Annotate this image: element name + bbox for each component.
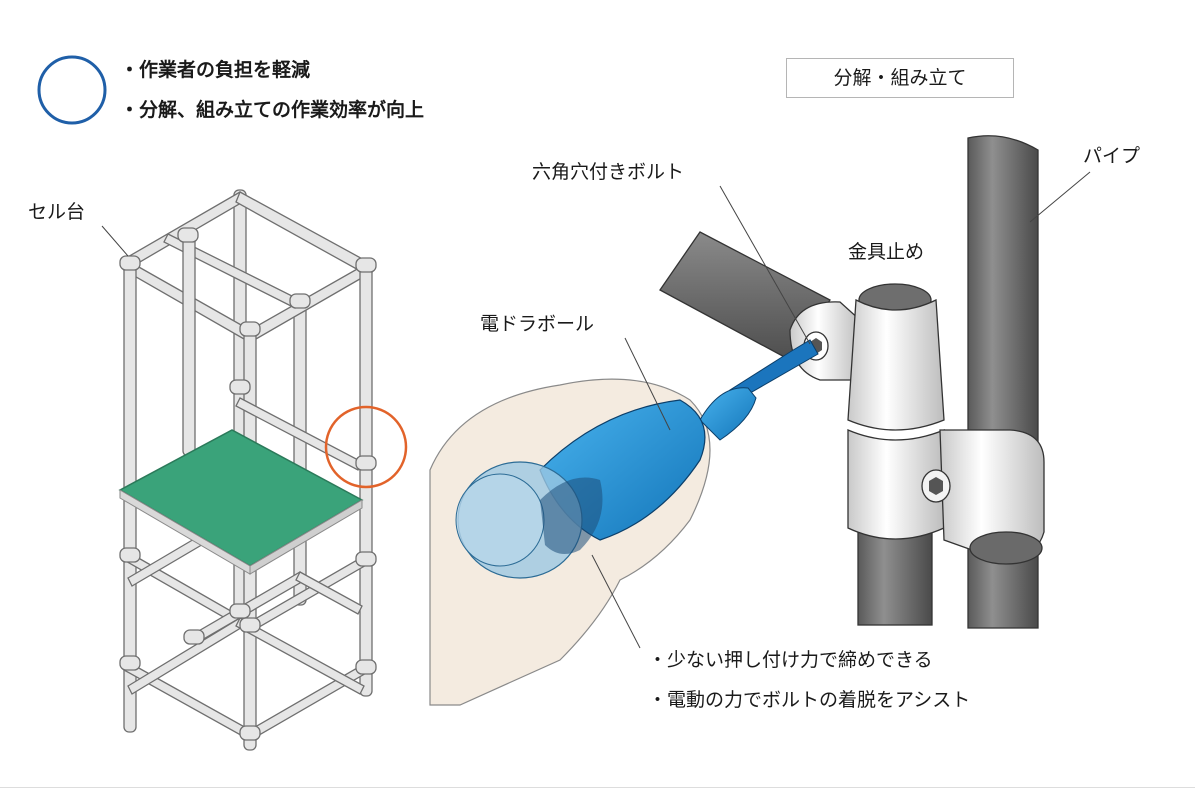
circle-mark-icon	[37, 55, 107, 125]
label-cell-stand: セル台	[28, 201, 86, 223]
cell-stand-leader	[101, 225, 129, 257]
assembly-tag: 分解・組み立て	[786, 58, 1014, 98]
label-metal-joint: 金具止め	[848, 241, 925, 263]
bottom-divider	[0, 787, 1195, 788]
pipe-assembly	[659, 135, 1045, 629]
green-platform	[118, 429, 364, 575]
note-1: ・少ない押し付け力で締めできる	[648, 649, 933, 671]
label-electric-ball: 電ドラボール	[480, 313, 595, 335]
benefit-item-2: ・分解、組み立ての作業効率が向上	[120, 99, 425, 121]
electric-ball-tool	[455, 339, 819, 579]
note-2: ・電動の力でボルトの着脱をアシスト	[648, 689, 971, 711]
highlight-circle-icon	[324, 405, 408, 489]
leader-lines	[591, 171, 1091, 649]
benefit-item-1: ・作業者の負担を軽減	[120, 59, 311, 81]
label-pipe: パイプ	[1083, 145, 1141, 167]
label-hex-bolt: 六角穴付きボルト	[532, 161, 685, 183]
